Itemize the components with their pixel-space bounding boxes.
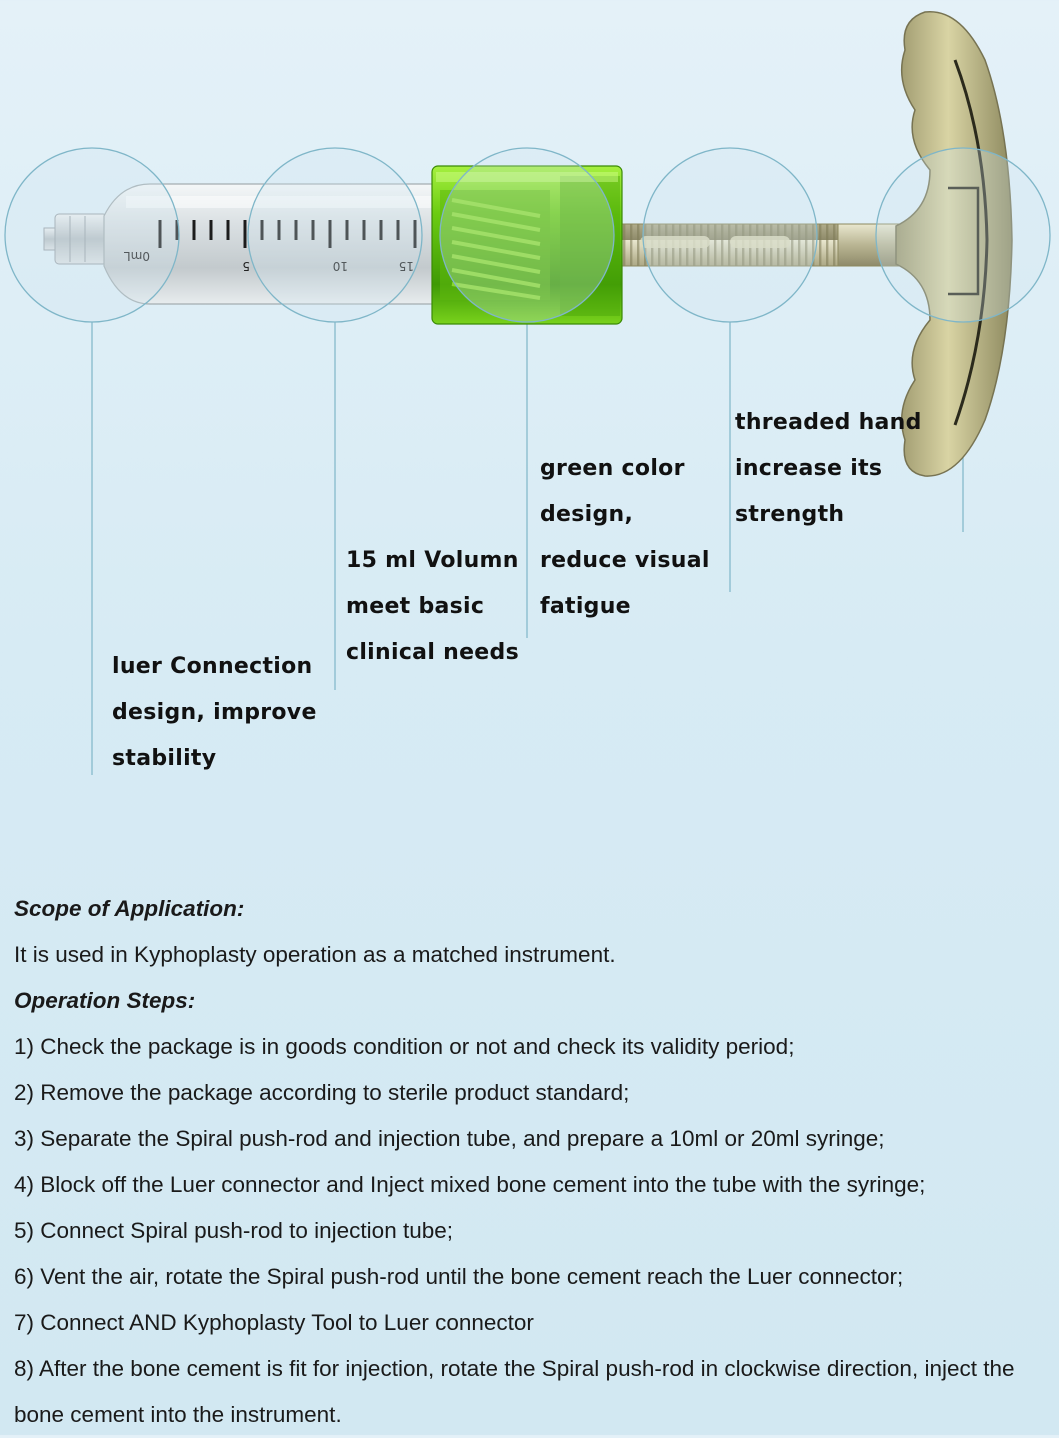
circle-luer <box>4 147 180 323</box>
callout-line: strength <box>735 502 845 527</box>
instructions-section: Scope of Application: It is used in Kyph… <box>14 886 1049 1438</box>
scale-label-10: 10 <box>333 259 348 273</box>
operation-step: 8) After the bone cement is fit for inje… <box>14 1356 1015 1427</box>
operation-step: 5) Connect Spiral push-rod to injection … <box>14 1218 454 1243</box>
scope-heading: Scope of Application: <box>14 896 245 921</box>
callout-line: increase its <box>735 456 883 481</box>
circle-thread <box>642 147 818 323</box>
circle-handle <box>875 147 1051 323</box>
callout-line: reduce visual <box>540 548 710 573</box>
callout-volume: 15 ml Volumn meet basic clinical needs <box>346 538 519 676</box>
callout-luer-connection: luer Connection design, improve stabilit… <box>112 644 317 782</box>
scale-label-15: 15 <box>399 259 414 273</box>
threaded-push-rod <box>609 223 909 267</box>
operation-heading: Operation Steps: <box>14 988 196 1013</box>
syringe-illustration: 0mL 5 10 15 <box>4 11 1051 775</box>
callout-threaded-handle: threaded hand increase its strength <box>735 400 922 538</box>
volume-scale-labels: 0mL 5 10 15 <box>124 249 414 273</box>
syringe-barrel <box>103 183 437 305</box>
operation-step: 6) Vent the air, rotate the Spiral push-… <box>14 1264 904 1289</box>
circle-volume <box>247 147 423 323</box>
circle-green <box>439 147 615 323</box>
operation-step: 2) Remove the package according to steri… <box>14 1080 630 1105</box>
callout-line: threaded hand <box>735 410 922 435</box>
callout-line: fatigue <box>540 594 631 619</box>
highlight-circles <box>4 147 1051 323</box>
scale-label-5: 5 <box>242 259 250 273</box>
callout-line: green color <box>540 456 685 481</box>
volume-scale <box>158 220 417 248</box>
operation-step: 3) Separate the Spiral push-rod and inje… <box>14 1126 885 1151</box>
operation-step: 4) Block off the Luer connector and Inje… <box>14 1172 926 1197</box>
callout-line: clinical needs <box>346 640 519 665</box>
callout-line: stability <box>112 746 217 771</box>
operation-step: 7) Connect AND Kyphoplasty Tool to Luer … <box>14 1310 534 1335</box>
callout-line: 15 ml Volumn <box>346 548 519 573</box>
t-handle <box>895 11 1013 477</box>
green-collar <box>431 165 623 325</box>
callout-line: design, <box>540 502 634 527</box>
callout-line: meet basic <box>346 594 485 619</box>
callout-line: design, improve <box>112 700 317 725</box>
operation-step: 1) Check the package is in goods conditi… <box>14 1034 795 1059</box>
scope-text: It is used in Kyphoplasty operation as a… <box>14 942 616 967</box>
scale-label-0ml: 0mL <box>124 249 150 263</box>
callout-line: luer Connection <box>112 654 313 679</box>
callout-green-color: green color design, reduce visual fatigu… <box>540 446 710 630</box>
